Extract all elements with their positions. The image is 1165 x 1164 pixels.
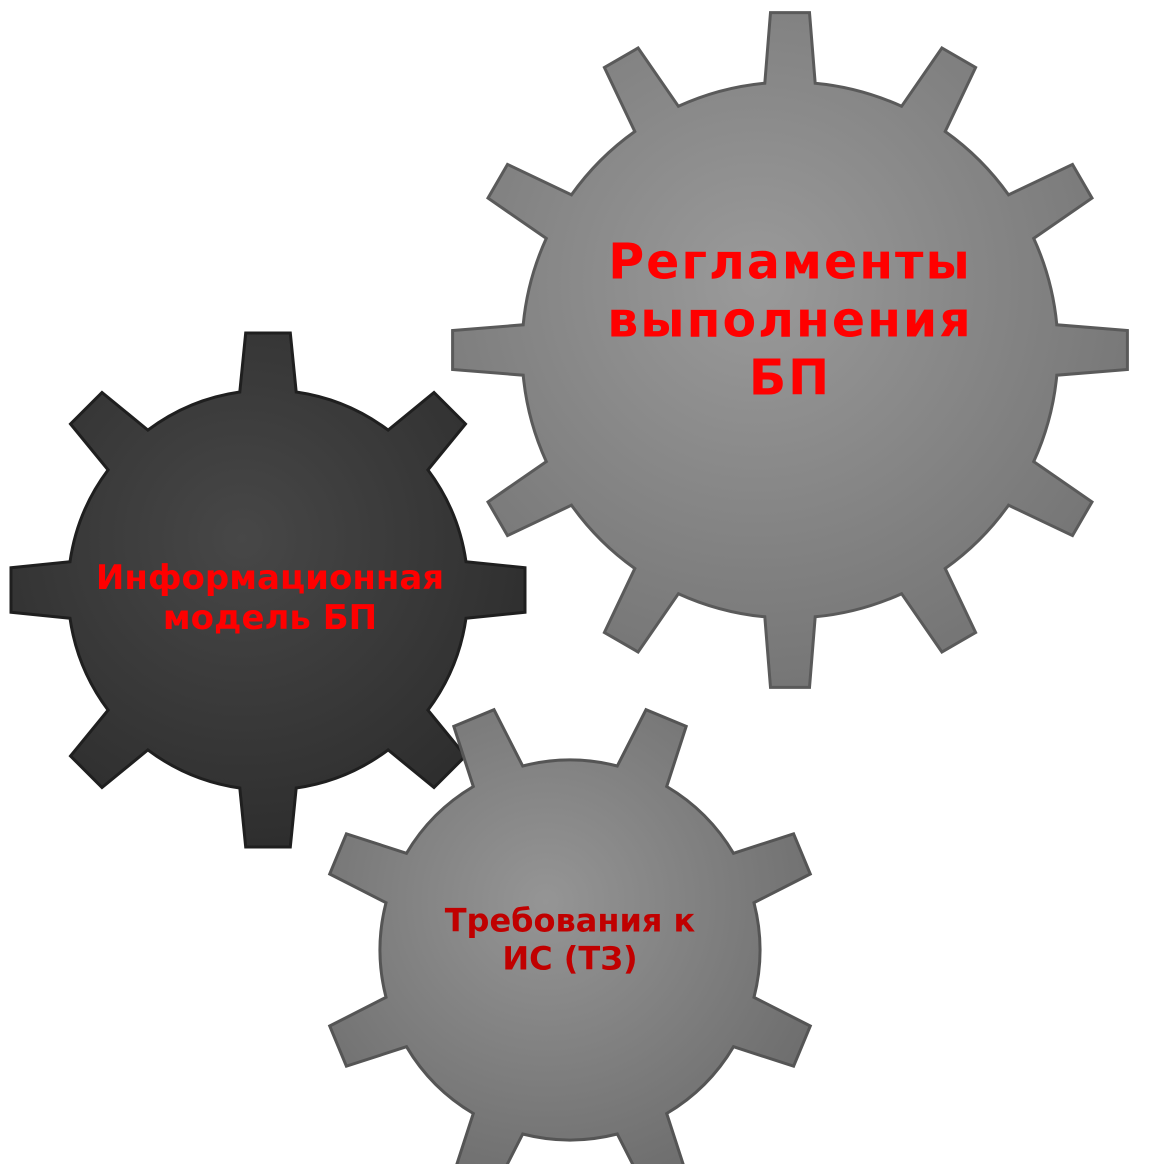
gear-small-label-line: ИС (ТЗ) (502, 939, 638, 977)
large-gear-icon (451, 11, 1129, 689)
gear-dark-label: Информационная модель БП (96, 558, 444, 638)
small-gear-icon (327, 707, 813, 1164)
gear-large-label-line: Регламенты (608, 233, 972, 291)
gear-dark-label-line: модель БП (162, 598, 378, 638)
gear-small-label: Требования к ИС (ТЗ) (444, 901, 696, 978)
gear-large-label: Регламенты выполнения БП (607, 233, 972, 406)
gear-dark-label-line: Информационная (95, 557, 445, 598)
gear-large-label-line: выполнения (607, 291, 973, 349)
gear-large-label-line: БП (748, 348, 832, 406)
gear-small-label-line: Требования к (444, 901, 696, 940)
dark-gear-icon (9, 331, 527, 849)
